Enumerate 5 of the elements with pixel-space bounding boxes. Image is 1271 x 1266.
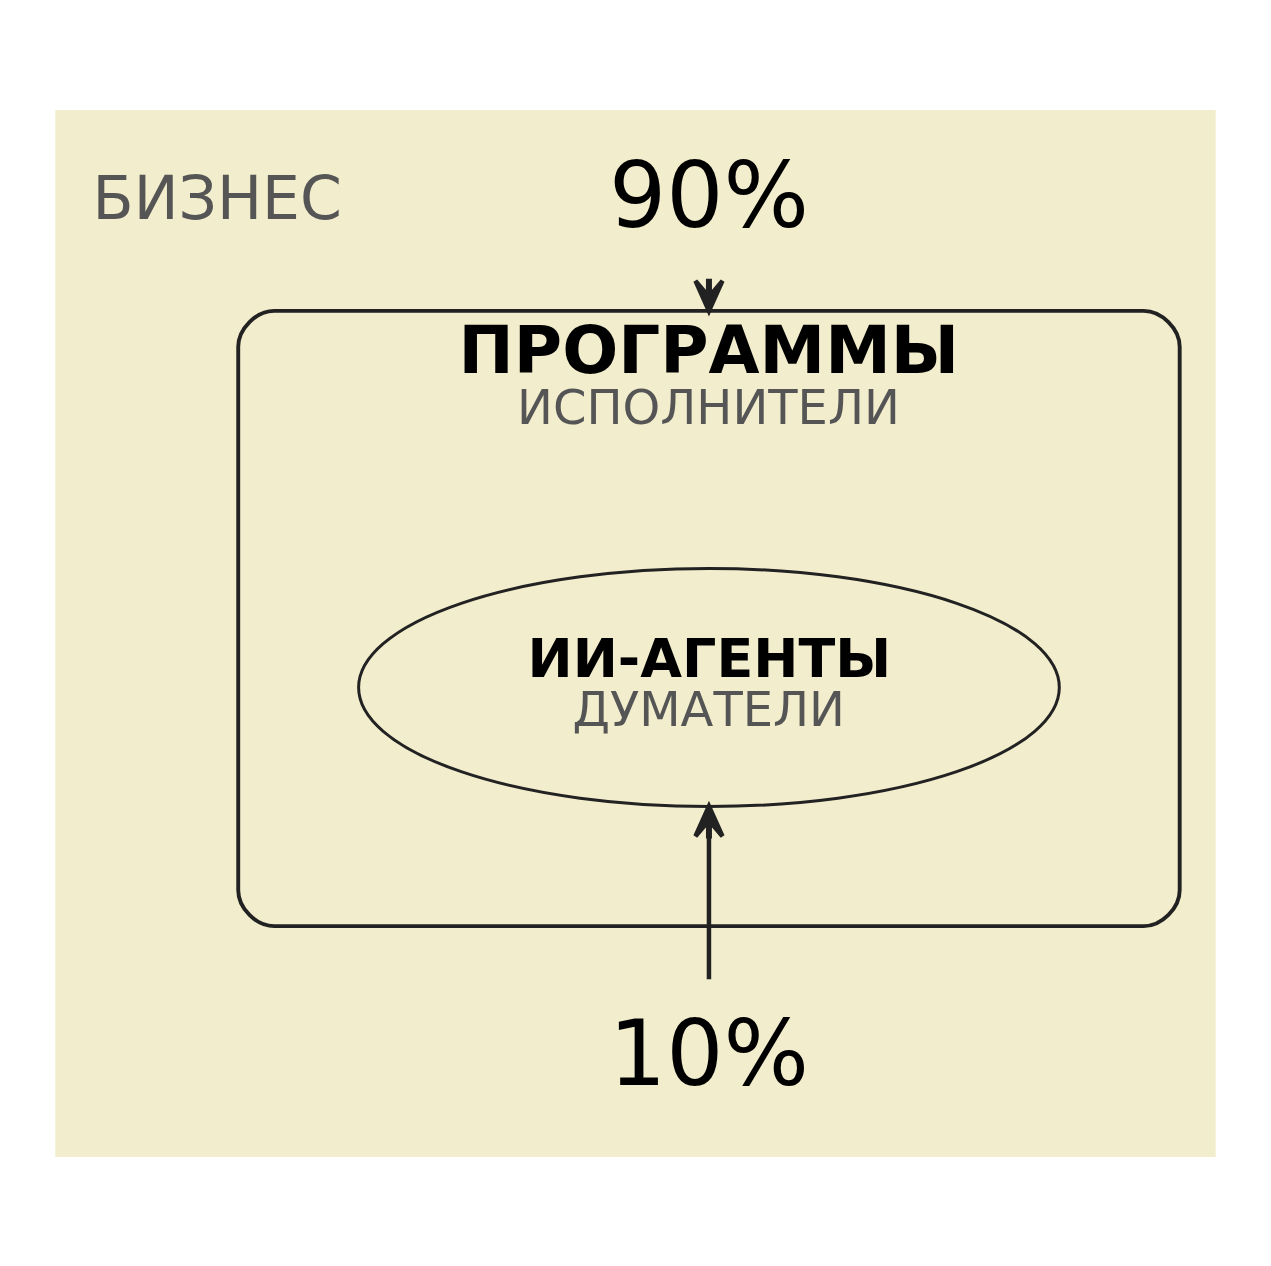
node-text: 10% (609, 1001, 809, 1106)
arrow (693, 803, 725, 979)
node-ellipse: ИИ-АГЕНТЫ ДУМАТЕЛИ (357, 566, 1061, 808)
node-text: 90% (609, 143, 809, 248)
label: БИЗНЕС (92, 162, 342, 233)
